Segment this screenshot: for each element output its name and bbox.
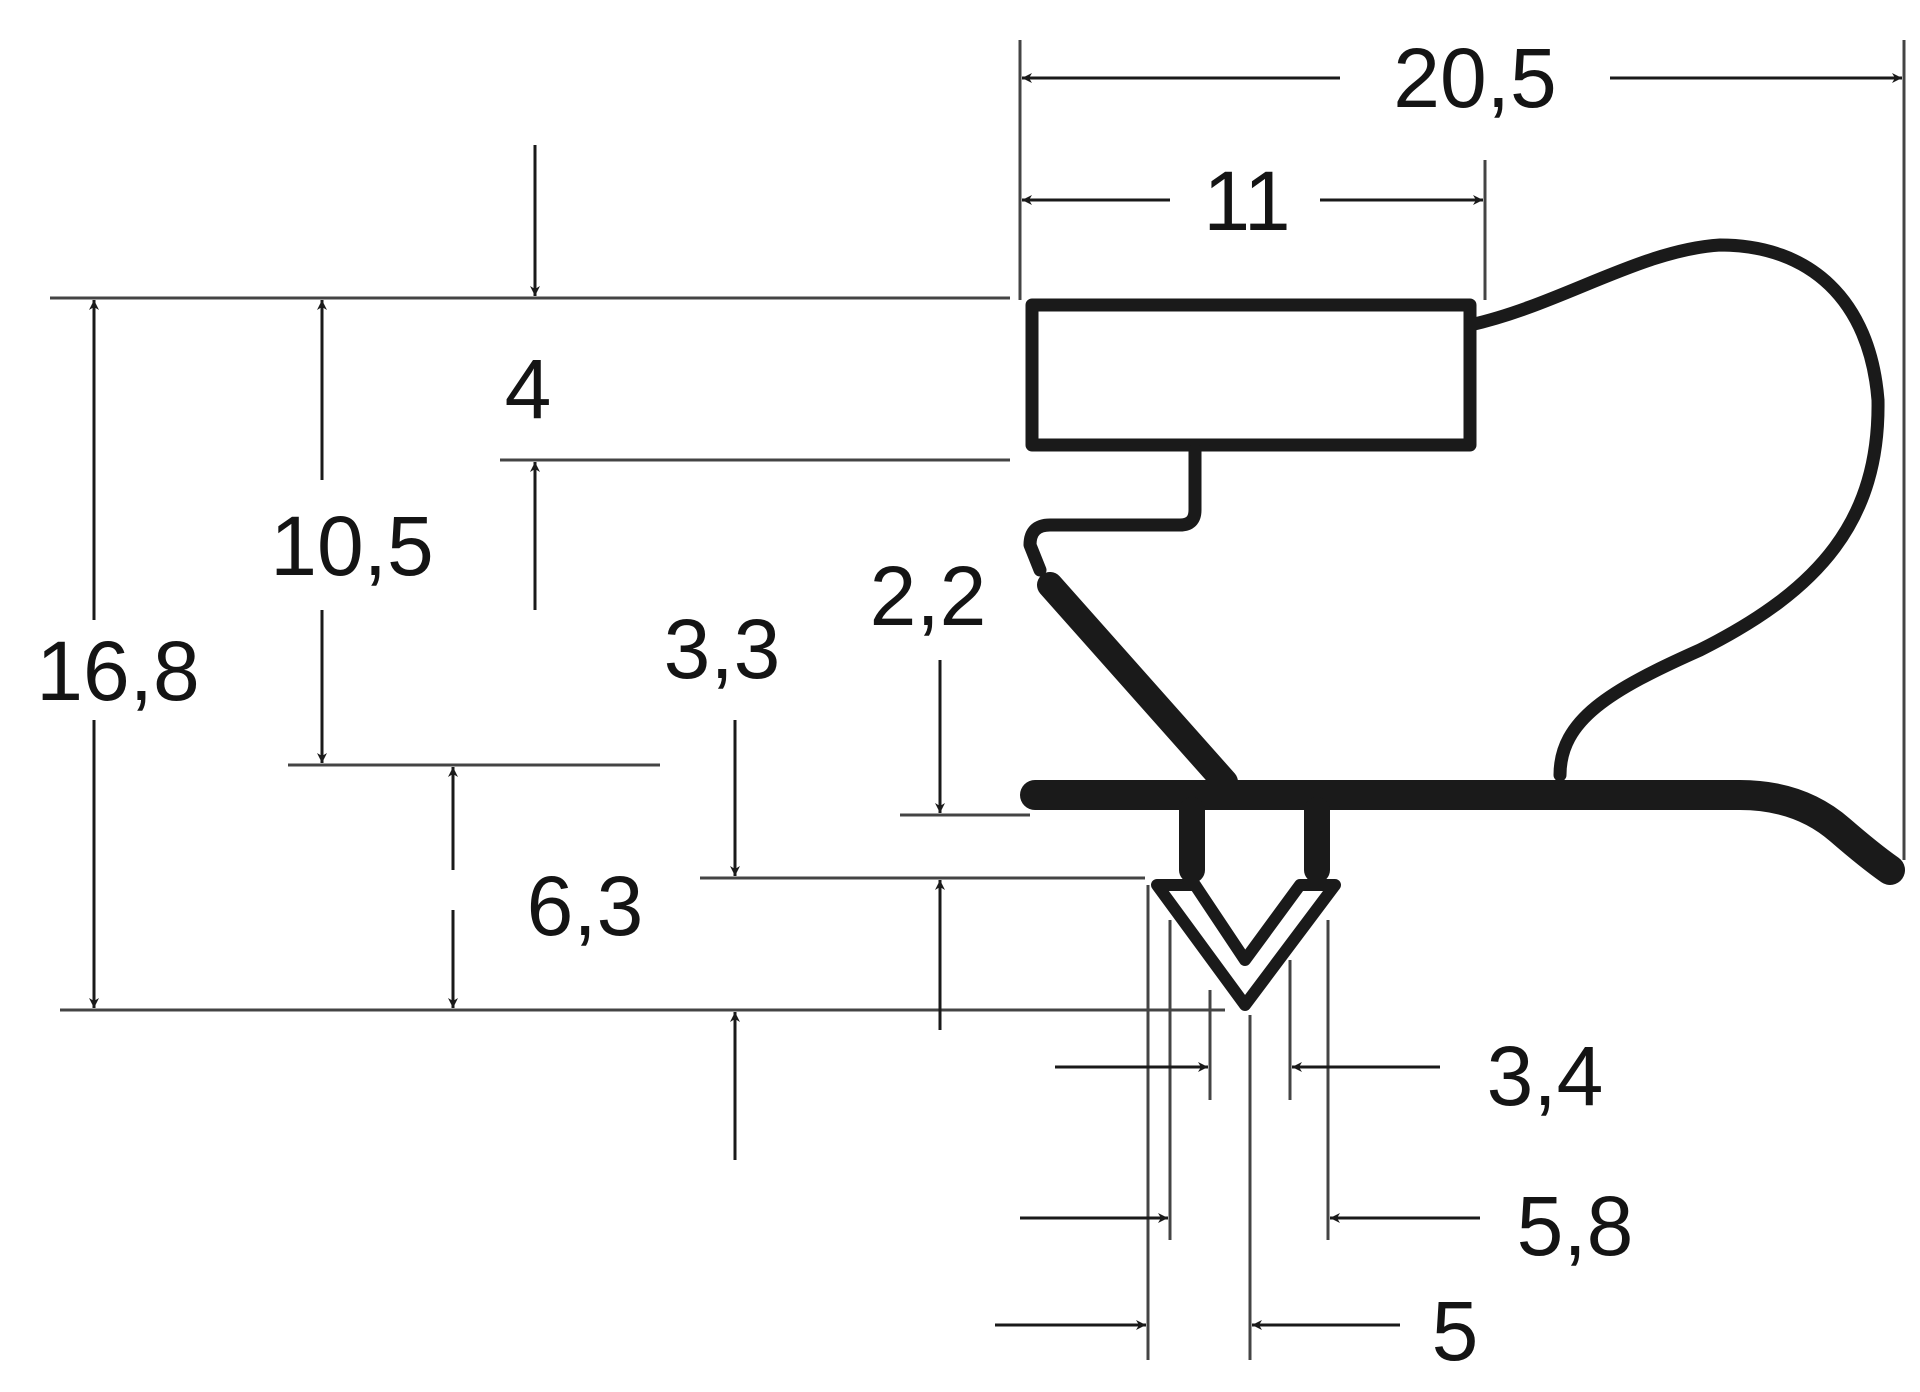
dim-label-4: 4 — [505, 342, 552, 436]
dim-label-6-3: 6,3 — [527, 859, 644, 953]
dim-label-5-8: 5,8 — [1517, 1179, 1634, 1273]
dim-label-16-8: 16,8 — [36, 624, 200, 718]
extension-lines — [50, 40, 1906, 1360]
dim-label-5: 5 — [1432, 1284, 1479, 1378]
dim-label-11: 11 — [1203, 154, 1290, 248]
base-flange — [1020, 780, 1905, 885]
dim-label-2-2: 2,2 — [870, 549, 987, 643]
magnet-pocket — [1025, 298, 1477, 452]
pocket-neck — [1023, 443, 1202, 577]
dimension-labels: 20,5 11 4 10,5 16,8 3,3 2,2 6,3 3,4 5,8 … — [36, 31, 1633, 1378]
gasket-profile — [1020, 238, 1905, 1011]
dimension-arrows — [89, 73, 1902, 1330]
dim-label-3-4: 3,4 — [1487, 1029, 1604, 1123]
dim-label-20-5: 20,5 — [1393, 31, 1557, 125]
dim-label-3-3: 3,3 — [664, 602, 781, 696]
dart-head — [1151, 879, 1341, 1011]
bulb-outer-contour — [1463, 238, 1885, 782]
dim-label-10-5: 10,5 — [270, 499, 434, 593]
diagonal-wall — [1037, 572, 1238, 795]
dart-stem — [1179, 797, 1330, 883]
